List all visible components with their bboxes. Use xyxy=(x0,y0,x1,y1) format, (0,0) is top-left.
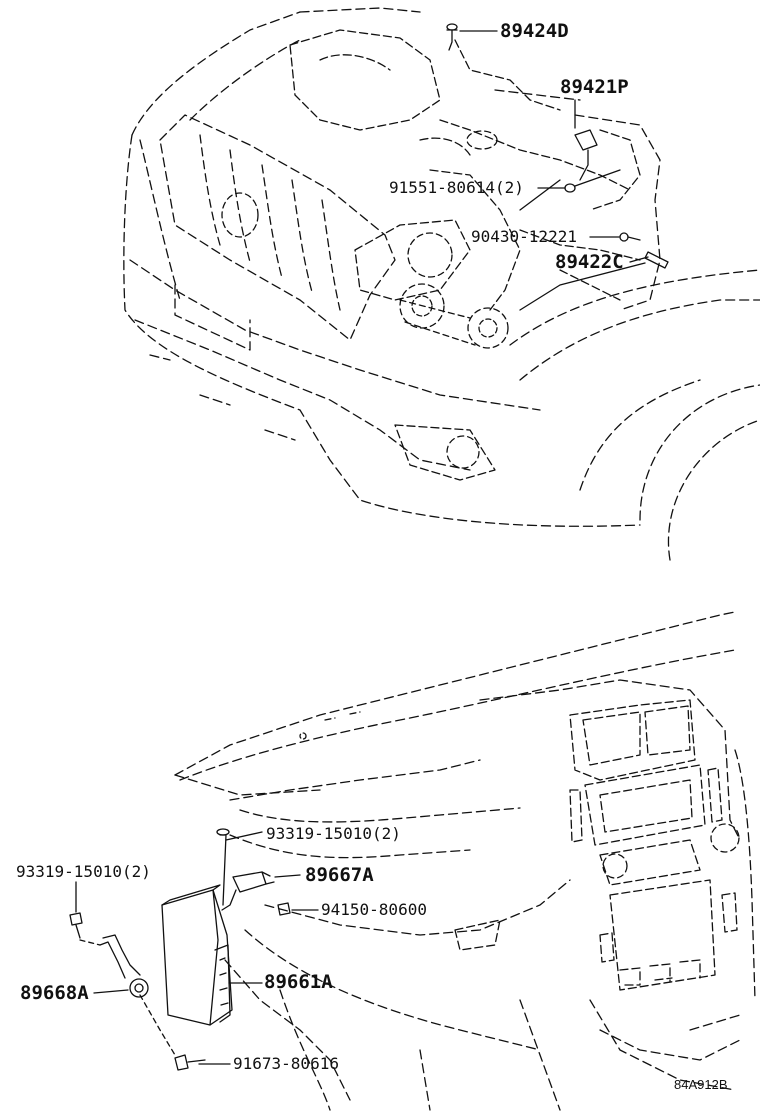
callout-93319-15010-left: 93319-15010(2) xyxy=(16,862,151,881)
callout-89667A: 89667A xyxy=(305,864,374,886)
instrument-panel-illustration xyxy=(174,611,756,1111)
callout-93319-15010-right: 93319-15010(2) xyxy=(266,824,401,843)
ecu-assembly xyxy=(69,828,319,1071)
callout-89424D: 89424D xyxy=(500,20,569,42)
callout-91673-80616: 91673-80616 xyxy=(233,1054,339,1073)
callout-89422C: 89422C xyxy=(555,251,624,273)
callout-90430-12221: 90430-12221 xyxy=(471,227,577,246)
callout-89421P: 89421P xyxy=(560,76,629,98)
callout-89661A: 89661A xyxy=(264,971,333,993)
figure-reference-code: 84A912B xyxy=(674,1077,728,1092)
callout-94150-80600: 94150-80600 xyxy=(321,900,427,919)
callout-89668A: 89668A xyxy=(20,982,89,1004)
callout-91551-80614: 91551-80614(2) xyxy=(389,178,524,197)
top-leaders xyxy=(446,23,669,311)
vehicle-front-illustration xyxy=(123,7,760,561)
